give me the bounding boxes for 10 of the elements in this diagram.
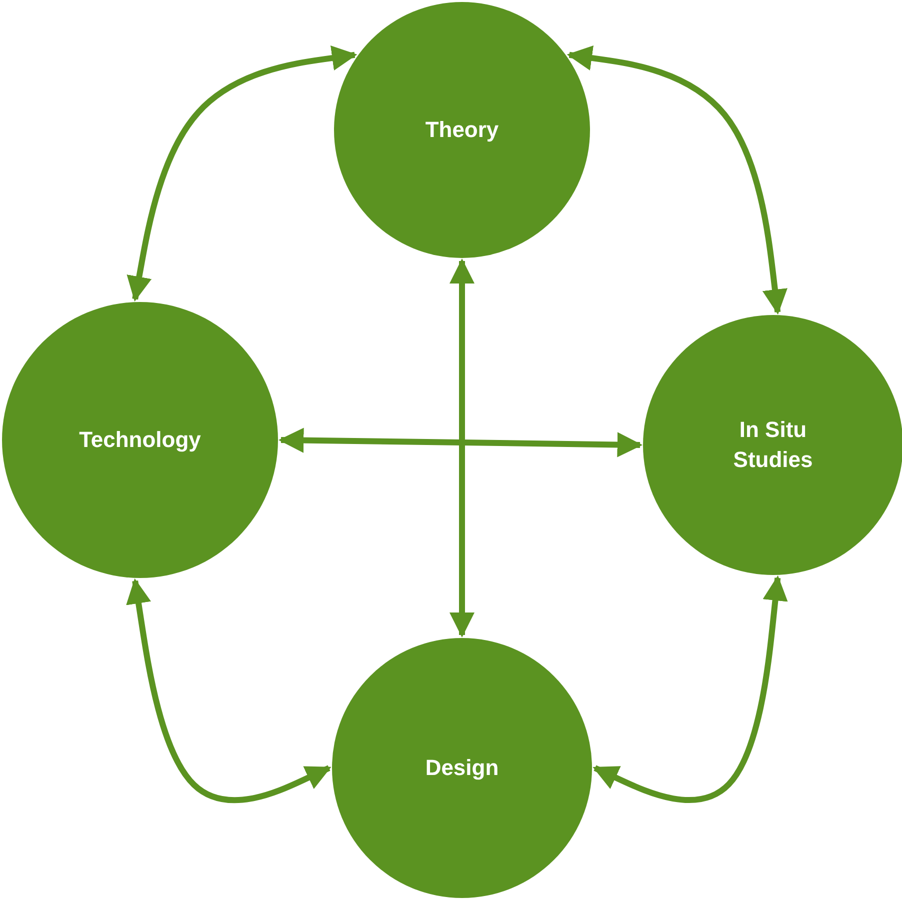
double-arrow bbox=[592, 575, 788, 803]
double-arrow bbox=[278, 428, 643, 458]
double-arrow bbox=[449, 258, 475, 638]
double-arrow bbox=[126, 578, 332, 804]
double-arrow bbox=[566, 46, 788, 315]
node-label: In Situ Studies bbox=[732, 416, 814, 474]
node-label: Theory bbox=[425, 116, 499, 144]
node-label: Design bbox=[425, 754, 499, 782]
node-label: Technology bbox=[79, 426, 201, 454]
double-arrow bbox=[126, 46, 358, 302]
